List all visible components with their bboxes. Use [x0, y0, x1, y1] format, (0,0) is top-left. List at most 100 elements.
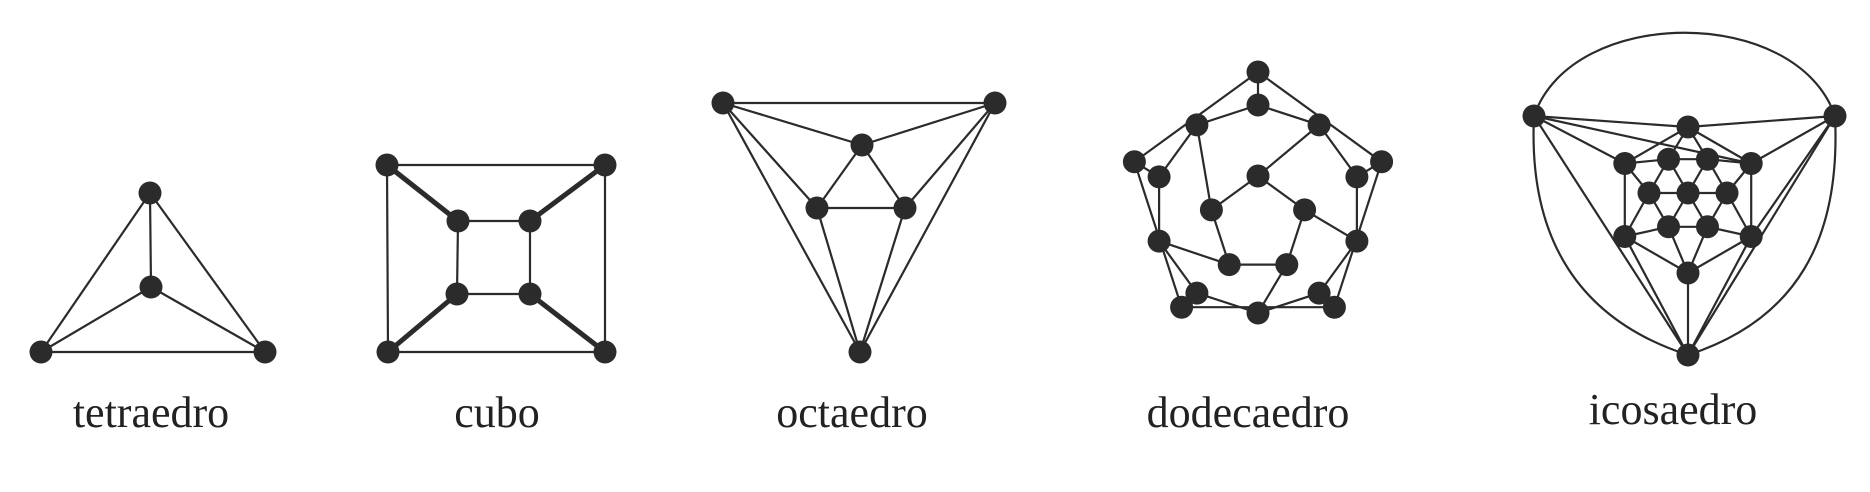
dodecahedron-vertex-3 — [1170, 295, 1194, 319]
cube-vertex-1 — [593, 153, 617, 177]
icosahedron-edge-7 — [1750, 114, 1837, 238]
octahedron-edge-5 — [815, 143, 864, 210]
tetrahedron-edge-3 — [39, 285, 153, 354]
dodecahedron-vertex-2 — [1322, 295, 1346, 319]
icosahedron-edge-left-arc — [1532, 115, 1689, 357]
octahedron-edge-11 — [815, 206, 862, 354]
dodecahedron-vertex-8 — [1345, 229, 1369, 253]
graph-octahedron — [711, 91, 1007, 364]
icosahedron-vertex-4 — [1739, 152, 1763, 175]
tetrahedron-vertex-2 — [29, 340, 53, 364]
caption-dodecahedron: dodecaedro — [1147, 388, 1350, 437]
icosahedron-vertex-11 — [1696, 215, 1719, 239]
cube-edge-11 — [385, 291, 460, 355]
tetrahedron-vertex-3 — [253, 340, 277, 364]
dodecahedron-vertex-10 — [1246, 301, 1270, 325]
icosahedron-vertex-1 — [1823, 104, 1847, 128]
dodecahedron-vertex-11 — [1185, 281, 1209, 305]
octahedron-vertex-2 — [848, 340, 872, 364]
icosahedron-edge-10 — [1623, 235, 1690, 357]
icosahedron-edge-8 — [1686, 235, 1753, 357]
octahedron-edge-3 — [860, 143, 907, 210]
caption-icosahedron: icosaedro — [1589, 385, 1758, 434]
icosahedron-edge-13 — [1686, 235, 1753, 275]
icosahedron-vertex-0 — [1522, 104, 1546, 128]
icosahedron-vertex-13 — [1637, 181, 1661, 205]
icosahedron-vertex-2 — [1676, 343, 1700, 367]
icosahedron-vertex-10 — [1715, 181, 1739, 205]
dodecahedron-vertex-1 — [1370, 150, 1394, 174]
tetrahedron-edge-4 — [149, 285, 267, 354]
dodecahedron-vertex-14 — [1185, 113, 1209, 137]
icosahedron-vertex-7 — [1613, 225, 1637, 248]
dodecahedron-vertex-19 — [1199, 198, 1223, 222]
cube-edge-9 — [527, 162, 608, 224]
caption-tetrahedron: tetraedro — [73, 388, 229, 437]
icosahedron-edge-top-arc — [1532, 31, 1837, 117]
caption-cube: cubo — [454, 388, 540, 437]
dodecahedron-vertex-17 — [1275, 253, 1299, 277]
dodecahedron-vertex-16 — [1293, 198, 1317, 222]
dodecahedron-edge-23 — [1157, 240, 1231, 266]
octahedron-edge-10 — [858, 206, 907, 354]
caption-octahedron: octaedro — [776, 388, 927, 437]
icosahedron-vertex-9 — [1696, 147, 1719, 171]
cube-edge-10 — [527, 291, 608, 355]
octahedron-edge-9 — [903, 101, 997, 210]
cube-edge-8 — [384, 162, 461, 224]
octahedron-edge-7 — [721, 101, 819, 210]
dodecahedron-vertex-9 — [1307, 281, 1331, 305]
octahedron-edge-2 — [721, 101, 862, 354]
tetrahedron-edge-2 — [148, 191, 267, 354]
cube-edge-3 — [385, 163, 390, 354]
dodecahedron-vertex-15 — [1246, 164, 1270, 188]
cube-vertex-7 — [445, 282, 469, 306]
icosahedron-edge-4 — [1532, 114, 1626, 165]
dodecahedron-vertex-13 — [1147, 165, 1171, 189]
octahedron-edge-1 — [858, 101, 997, 354]
dodecahedron-edge-20 — [1256, 123, 1321, 178]
dodecahedron-vertex-18 — [1217, 253, 1241, 277]
octahedron-edge-8 — [860, 101, 997, 147]
octahedron-vertex-5 — [805, 196, 829, 220]
dodecahedron-vertex-4 — [1122, 150, 1146, 174]
graph-dodecahedron — [1122, 60, 1394, 325]
icosahedron-edge-14 — [1623, 235, 1690, 275]
cube-edge-7 — [455, 219, 460, 296]
octahedron-vertex-3 — [850, 133, 874, 157]
dodecahedron-vertex-7 — [1345, 165, 1369, 189]
graph-icosahedron — [1522, 31, 1847, 367]
dodecahedron-vertex-6 — [1307, 113, 1331, 137]
graph-cube — [375, 153, 617, 364]
tetrahedron-edge-0 — [148, 191, 153, 289]
icosahedron-edge-0 — [1532, 114, 1690, 357]
icosahedron-edge-right-arc — [1687, 115, 1837, 357]
icosahedron-vertex-8 — [1613, 152, 1637, 175]
dodecahedron-edge-24 — [1195, 123, 1213, 211]
dodecahedron-vertex-12 — [1147, 229, 1171, 253]
icosahedron-edge-5 — [1686, 114, 1837, 129]
icosahedron-vertex-5 — [1739, 225, 1763, 248]
cube-vertex-5 — [518, 209, 542, 233]
icosahedron-edge-2 — [1532, 114, 1690, 129]
cube-vertex-3 — [376, 340, 400, 364]
icosahedron-vertex-12 — [1657, 215, 1680, 239]
icosahedron-vertex-3 — [1676, 115, 1700, 139]
octahedron-vertex-0 — [711, 91, 735, 115]
cube-vertex-0 — [375, 153, 399, 177]
cube-vertex-4 — [446, 209, 470, 233]
octahedron-edge-6 — [721, 101, 864, 147]
cube-vertex-2 — [593, 340, 617, 364]
icosahedron-edge-16 — [1623, 125, 1690, 165]
dodecahedron-vertex-0 — [1246, 60, 1270, 84]
octahedron-vertex-1 — [983, 91, 1007, 115]
tetrahedron-vertex-0 — [138, 181, 162, 205]
icosahedron-vertex-14 — [1657, 147, 1680, 171]
tetrahedron-edge-1 — [39, 191, 152, 354]
octahedron-vertex-4 — [893, 196, 917, 220]
icosahedron-vertex-6 — [1676, 261, 1700, 285]
icosahedron-edge-11 — [1686, 125, 1753, 165]
tetrahedron-vertex-1 — [139, 275, 163, 299]
icosahedron-vertex-15 — [1676, 181, 1700, 205]
